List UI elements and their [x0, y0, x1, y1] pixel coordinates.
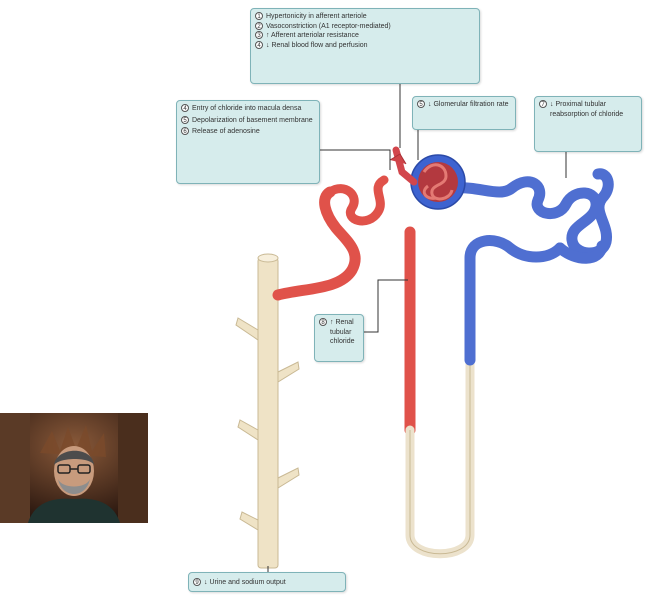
callout-line: 7↓ Proximal tubular reabsorption of chlo… — [539, 100, 636, 119]
step-number: 5 — [417, 100, 425, 108]
step-number: 1 — [255, 12, 263, 20]
step-number: 4 — [181, 104, 189, 112]
step-number: 9 — [193, 578, 201, 586]
callout-text: Entry of chloride into macula densa — [192, 104, 301, 114]
callout-line: 5Depolarization of basement membrane — [181, 116, 314, 126]
callout-text: ↓ Renal blood flow and perfusion — [266, 41, 368, 51]
callout-gfr: 5↓ Glomerular filtration rate — [412, 96, 516, 130]
callout-line: 6Release of adenosine — [181, 127, 314, 137]
callout-line: 8↑ Renal tubular chloride — [319, 318, 358, 347]
callout-line: 2Vasoconstriction (A1 receptor-mediated) — [255, 22, 474, 32]
callout-text: ↑ Renal tubular chloride — [330, 318, 358, 347]
callout-text: Hypertonicity in afferent arteriole — [266, 12, 367, 22]
callout-proximal-tubular: 7↓ Proximal tubular reabsorption of chlo… — [534, 96, 642, 152]
callout-renal-tubular-chloride: 8↑ Renal tubular chloride — [314, 314, 364, 362]
callout-text: ↓ Proximal tubular reabsorption of chlor… — [550, 100, 636, 119]
callout-line: 3↑ Afferent arteriolar resistance — [255, 31, 474, 41]
callout-line: 4↓ Renal blood flow and perfusion — [255, 41, 474, 51]
callout-macula-densa: 4Entry of chloride into macula densa 5De… — [176, 100, 320, 184]
callout-afferent-arteriole: 1Hypertonicity in afferent arteriole 2Va… — [250, 8, 480, 84]
callout-line: 1Hypertonicity in afferent arteriole — [255, 12, 474, 22]
loop-of-henle — [410, 360, 470, 554]
step-number: 8 — [319, 318, 327, 326]
callout-text: Depolarization of basement membrane — [192, 116, 313, 126]
collecting-duct — [236, 254, 299, 568]
step-number: 4 — [255, 41, 263, 49]
connecting-tubule — [278, 192, 355, 295]
step-number: 2 — [255, 22, 263, 30]
step-number: 6 — [181, 127, 189, 135]
callout-line: 9↓ Urine and sodium output — [193, 578, 340, 588]
callout-text: ↓ Urine and sodium output — [204, 578, 286, 588]
callout-urine-output: 9↓ Urine and sodium output — [188, 572, 346, 592]
presenter-video — [0, 413, 148, 523]
callout-text: ↓ Glomerular filtration rate — [428, 100, 509, 110]
callout-text: Release of adenosine — [192, 127, 260, 137]
callout-line: 5↓ Glomerular filtration rate — [417, 100, 510, 110]
callout-text: ↑ Afferent arteriolar resistance — [266, 31, 359, 41]
step-number: 3 — [255, 31, 263, 39]
step-number: 5 — [181, 116, 189, 124]
glomerulus — [411, 155, 465, 209]
callout-line: 4Entry of chloride into macula densa — [181, 104, 314, 114]
descending-limb — [470, 241, 560, 360]
step-number: 7 — [539, 100, 547, 108]
callout-text: Vasoconstriction (A1 receptor-mediated) — [266, 22, 391, 32]
distal-convoluted-tubule — [330, 180, 384, 221]
presenter-icon — [0, 413, 148, 523]
